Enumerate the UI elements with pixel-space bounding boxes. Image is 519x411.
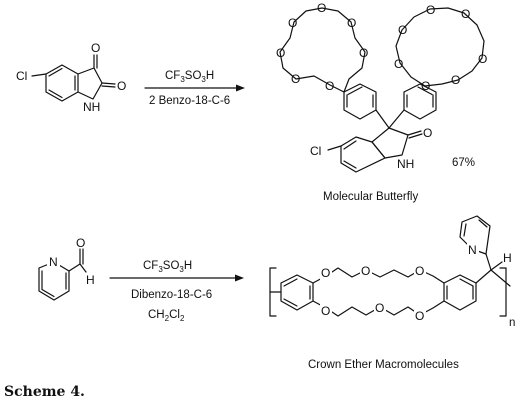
svg-text:O: O: [426, 3, 435, 17]
svg-text:O: O: [317, 1, 326, 15]
reaction-arrow-2: CF3SO3H Dibenzo-18-C-6 CH2Cl2: [109, 260, 244, 323]
svg-text:O: O: [398, 23, 407, 37]
crown-reagent-2: Dibenzo-18-C-6: [131, 289, 212, 301]
acid-reagent-1: CF3SO3H: [165, 70, 214, 84]
product-oxygen-label: O: [423, 126, 432, 140]
svg-text:O: O: [421, 79, 430, 93]
svg-text:O: O: [461, 7, 470, 21]
polymer-oxygen-labels: O O O O O O: [320, 264, 426, 323]
svg-text:O: O: [415, 264, 424, 278]
product-chlorine-label: Cl: [310, 144, 321, 158]
svg-text:O: O: [478, 52, 487, 66]
scheme-title: Scheme 4.: [4, 384, 85, 400]
svg-text:O: O: [325, 79, 334, 93]
nh-label: NH: [83, 100, 100, 114]
pyridine-nitrogen-label: N: [49, 255, 58, 269]
oxygen-label-c3: O: [91, 41, 100, 55]
chloroisatin-structure: Cl O O NH: [16, 41, 126, 114]
svg-text:O: O: [347, 16, 356, 30]
svg-text:O: O: [291, 72, 300, 86]
svg-text:O: O: [359, 46, 368, 60]
reaction-scheme: Cl O O NH CF3SO3H 2 Benzo-18-C-6: [16, 1, 515, 371]
aldehyde-oxygen-label: O: [76, 236, 85, 250]
crown-reagent-1: 2 Benzo-18-C-6: [149, 95, 230, 107]
crown-ether-polymer-structure: O O O O O O N H n: [269, 215, 515, 329]
solvent-label: CH2Cl2: [148, 309, 185, 323]
molecular-butterfly-structure: O O O O O O O O O O O O O O Cl O NH: [276, 1, 487, 173]
svg-text:O: O: [394, 57, 403, 71]
reaction-arrow-1: CF3SO3H 2 Benzo-18-C-6: [144, 70, 245, 107]
molecular-butterfly-caption: Molecular Butterfly: [323, 191, 418, 203]
aldehyde-hydrogen-label: H: [86, 273, 95, 287]
oxygen-label-c2: O: [117, 79, 126, 93]
pendant-nitrogen-label: N: [468, 243, 477, 257]
crown-oxygen-labels: O O O O O O O O O O O O O O: [276, 1, 487, 93]
repeat-unit-label: n: [509, 317, 515, 329]
svg-text:O: O: [321, 304, 330, 318]
crown-ether-caption: Crown Ether Macromolecules: [308, 359, 459, 371]
svg-text:O: O: [361, 264, 370, 278]
svg-text:O: O: [288, 16, 297, 30]
svg-text:O: O: [321, 266, 330, 280]
svg-text:O: O: [415, 309, 424, 323]
svg-text:O: O: [451, 73, 460, 87]
pyridine-aldehyde-structure: N O H: [38, 236, 95, 301]
yield-label: 67%: [452, 157, 475, 169]
svg-text:O: O: [276, 46, 285, 60]
acid-reagent-2: CF3SO3H: [143, 260, 192, 274]
product-nh-label: NH: [397, 157, 414, 171]
chlorine-label: Cl: [16, 69, 27, 83]
linker-hydrogen-label: H: [503, 251, 512, 265]
svg-text:O: O: [375, 301, 384, 315]
